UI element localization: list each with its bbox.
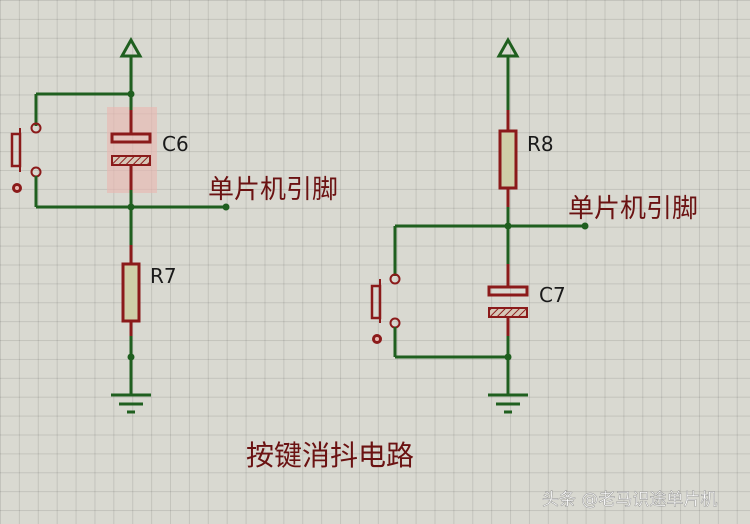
capacitor-c6[interactable] [110,94,152,207]
pushbutton-left[interactable] [10,122,42,194]
right-circuit: R8 单片机引脚 C7 [370,36,698,414]
capacitor-c7[interactable] [487,226,529,395]
right-junction-wire [393,222,589,276]
label-c7: C7 [539,283,566,307]
label-r8: R8 [527,132,554,156]
power-arrow-right [496,36,520,110]
right-bottom-wire [393,327,508,359]
ground-right [488,393,528,414]
resistor-r7[interactable] [121,207,141,395]
ground-left [111,393,151,414]
label-pin-right: 单片机引脚 [568,194,698,224]
label-r7: R7 [150,264,177,288]
diagram-caption: 按键消抖电路 [246,439,414,472]
left-circuit: C6 单片机引脚 [10,36,338,414]
resistor-r8[interactable] [498,110,518,226]
watermark: 头条 @老马识途单片机 [542,490,717,510]
pushbutton-right[interactable] [370,273,401,345]
label-c6: C6 [162,132,189,156]
label-pin-left: 单片机引脚 [208,175,338,205]
power-arrow-left [119,36,143,94]
